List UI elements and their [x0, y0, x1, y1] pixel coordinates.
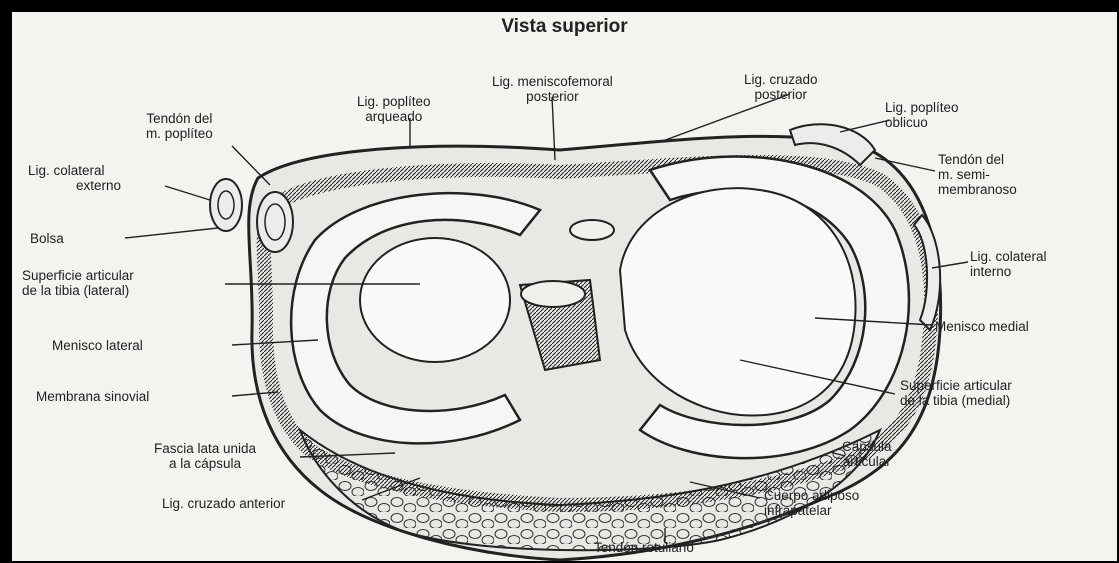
figure-frame: Vista superior: [12, 12, 1117, 561]
popliteus-tendon: [257, 192, 293, 252]
posterior-cruciate-section: [570, 220, 614, 240]
lateral-collateral-ligament: [210, 179, 242, 231]
label-lig-cruzado-anterior: Lig. cruzado anterior: [162, 496, 285, 511]
label-tendon-rotuliano: Tendón rotuliano: [594, 540, 694, 555]
lateral-articular-surface: [360, 238, 510, 362]
label-menisco-medial: Menisco medial: [935, 319, 1029, 334]
label-menisco-lateral: Menisco lateral: [52, 338, 143, 353]
label-bolsa: Bolsa: [30, 231, 64, 246]
ligament-cross-section: [521, 281, 585, 307]
label-membrana-sinovial: Membrana sinovial: [36, 389, 149, 404]
